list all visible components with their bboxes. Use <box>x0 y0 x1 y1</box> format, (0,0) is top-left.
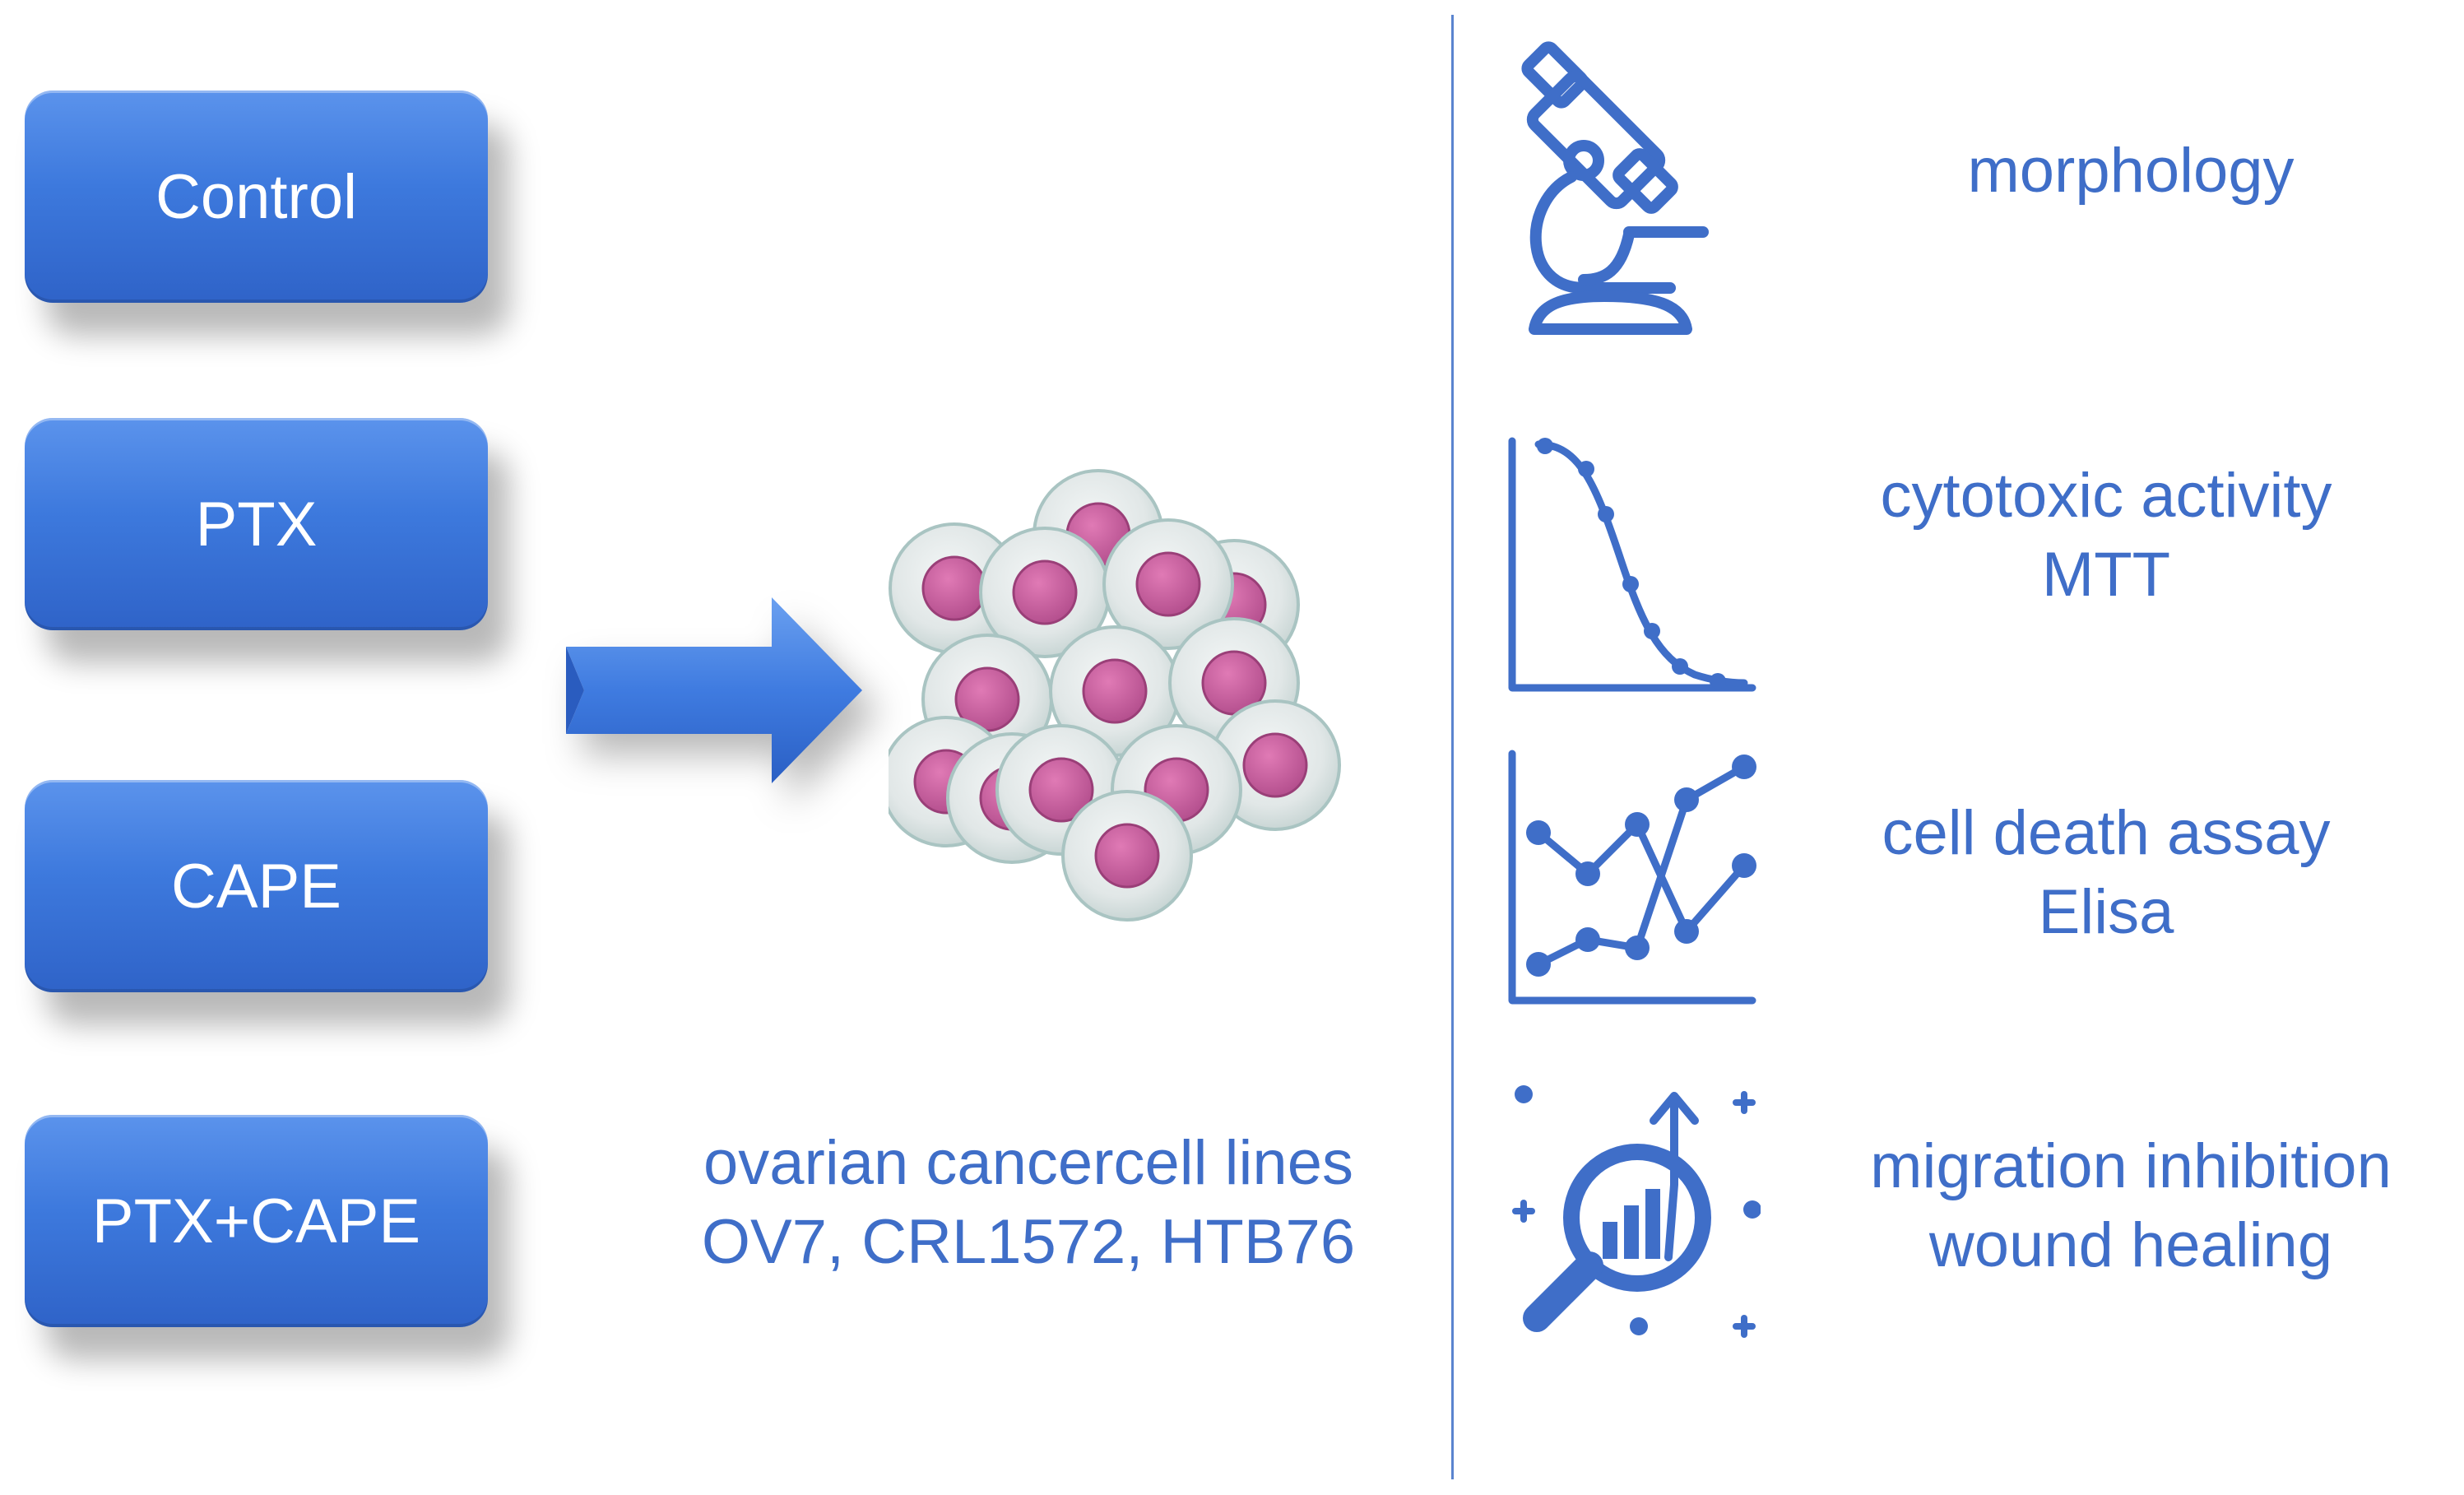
ptx-cape-button: PTX+CAPE <box>25 1115 488 1327</box>
assay-migration: migration inhibition wound healing <box>1826 1127 2435 1285</box>
ptx-label: PTX <box>195 489 318 559</box>
ptx-button: PTX <box>25 418 488 630</box>
cell <box>1061 790 1193 922</box>
cell <box>979 527 1111 658</box>
assay-cytotoxicity-method: MTT <box>2041 540 2171 610</box>
cape-label: CAPE <box>171 851 341 922</box>
assay-morphology: morphology <box>1851 132 2411 211</box>
cells-group <box>889 469 1341 922</box>
growth-analysis-icon <box>1512 1085 1761 1338</box>
assay-cell-death: cell death assay Elisa <box>1810 794 2402 952</box>
cell <box>1102 518 1234 650</box>
assay-migration-label: migration inhibition <box>1870 1131 2392 1201</box>
microscope-icon <box>1521 41 1709 335</box>
cell-lines-caption: ovarian cancercell lines OV7, CRL1572, H… <box>650 1124 1407 1282</box>
control-button: Control <box>25 91 488 303</box>
assay-cytotoxicity: cytotoxic activity MTT <box>1810 457 2402 615</box>
cell-lines-names: OV7, CRL1572, HTB76 <box>701 1207 1356 1277</box>
assay-cell-death-method: Elisa <box>2038 877 2174 947</box>
line-chart-icon <box>1508 750 1756 1005</box>
ptx-cape-label: PTX+CAPE <box>91 1186 421 1256</box>
assay-migration-method: wound healing <box>1928 1210 2333 1280</box>
cell-cluster-illustration <box>889 469 1341 922</box>
vertical-divider <box>1451 15 1454 1479</box>
dose-response-curve-icon <box>1508 437 1756 692</box>
cell <box>1209 699 1341 831</box>
assay-morphology-label: morphology <box>1967 136 2295 206</box>
assay-cytotoxicity-label: cytotoxic activity <box>1880 461 2332 531</box>
cell <box>1049 625 1181 757</box>
cape-button: CAPE <box>25 780 488 992</box>
assay-cell-death-label: cell death assay <box>1882 798 2331 868</box>
right-arrow-icon <box>566 597 862 783</box>
cell-lines-title: ovarian cancercell lines <box>703 1128 1353 1198</box>
control-label: Control <box>155 161 357 232</box>
